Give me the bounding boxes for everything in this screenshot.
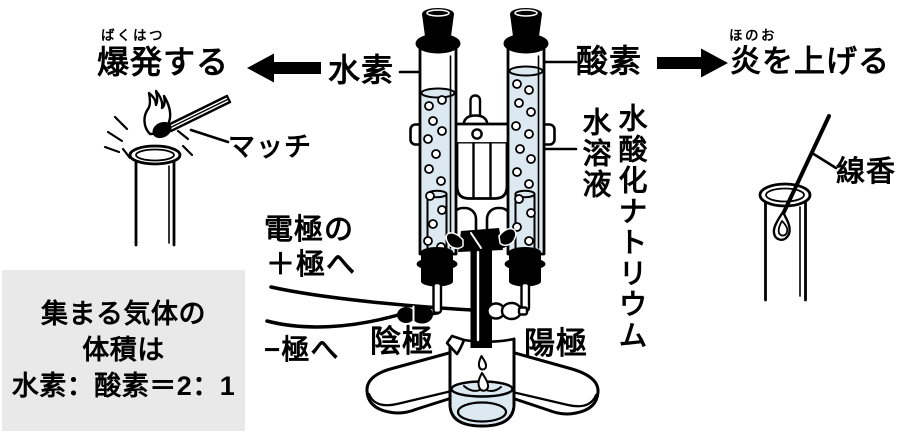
- oxygen-bubbles: [511, 79, 536, 246]
- gas-volume-note: 集まる気体の 体積は 水素：酸素＝2：1: [2, 270, 245, 431]
- match-stick: [166, 94, 232, 133]
- cathode-pin: [432, 281, 443, 315]
- wing-nut: [445, 227, 517, 252]
- match-label: マッチ: [228, 132, 312, 162]
- plus-wire: [269, 285, 491, 313]
- hydrogen-tube: [415, 8, 461, 315]
- crossbar-hole: [471, 128, 483, 140]
- solution-label-main: 水酸化ナトリウム: [614, 103, 646, 351]
- oxygen-liquid-surface: [508, 65, 544, 77]
- right-arrow-icon: [657, 48, 728, 78]
- tube-holder-frame: [409, 94, 556, 249]
- electrode-minus-label: −極へ: [264, 334, 340, 365]
- beaker-spout: [445, 334, 466, 356]
- hydrogen-tube-cap: [415, 8, 461, 54]
- hydrogen-bottom-stopper: [416, 247, 458, 287]
- hydrogen-result-label: 爆発する: [97, 44, 230, 80]
- wires: [265, 285, 491, 329]
- oxygen-tube-cap: [503, 8, 549, 54]
- stand-leg-right-edge: [506, 389, 598, 408]
- note-line-2: 体積は: [82, 335, 165, 365]
- incense-label: 線香: [836, 156, 897, 188]
- center-bracket: [455, 142, 509, 200]
- spark-rays: [103, 115, 194, 160]
- minus-wire-connector: [397, 305, 440, 324]
- match-tube-mouth-inner: [135, 148, 175, 162]
- stand-leg-left-edge: [367, 388, 458, 407]
- oxygen-bottom-stopper: [504, 247, 546, 287]
- stand-rod: [470, 246, 492, 348]
- oxygen-result-furigana: ほのお: [729, 28, 777, 43]
- oxygen-tube: [503, 8, 549, 313]
- hydrogen-liquid-surface: [420, 87, 456, 99]
- incense-label-line: [810, 151, 838, 170]
- incense-ember-inner: [777, 220, 789, 237]
- ripple-right: [485, 386, 502, 392]
- oxygen-label: 酸素: [576, 43, 643, 79]
- droplet-large: [477, 372, 490, 392]
- minus-wire: [265, 313, 400, 329]
- note-line-3: 水素：酸素＝2：1: [11, 371, 236, 401]
- hydrogen-result-furigana: ばくはつ: [101, 28, 165, 43]
- match-label-line: [189, 128, 230, 144]
- beaker-liquid: [451, 389, 513, 425]
- oxygen-result-label: 炎を上げる: [730, 44, 890, 79]
- ripple-left: [463, 385, 481, 392]
- stand-leg-right: [501, 348, 600, 416]
- left-arrow-icon: [247, 53, 321, 83]
- anode-label: 陽極: [524, 326, 588, 361]
- incense-tube-mouth: [758, 182, 812, 208]
- hydrogen-bubbles: [423, 95, 447, 252]
- electrode-plus-line1: 電極の: [264, 214, 355, 246]
- hydrogen-label: 水素: [328, 52, 395, 88]
- incense-tube-mouth-inner: [765, 187, 805, 203]
- plus-wire-connector: [486, 301, 529, 321]
- droplet-small: [477, 355, 488, 371]
- match-illustration: [103, 89, 232, 247]
- incense-illustration: [758, 114, 831, 302]
- note-line-1: 集まる気体の: [41, 299, 206, 329]
- beaker-bottom: [456, 401, 508, 423]
- incense-stick: [782, 114, 831, 214]
- beaker: [445, 334, 516, 428]
- electrode-plus-line2: ＋極へ: [266, 249, 357, 281]
- cathode-label: 陰極: [370, 324, 434, 359]
- solution-label-sub: 水溶液: [578, 107, 610, 200]
- stand-base: [365, 348, 600, 416]
- match-head: [152, 121, 172, 139]
- stand-leg-left: [365, 348, 463, 415]
